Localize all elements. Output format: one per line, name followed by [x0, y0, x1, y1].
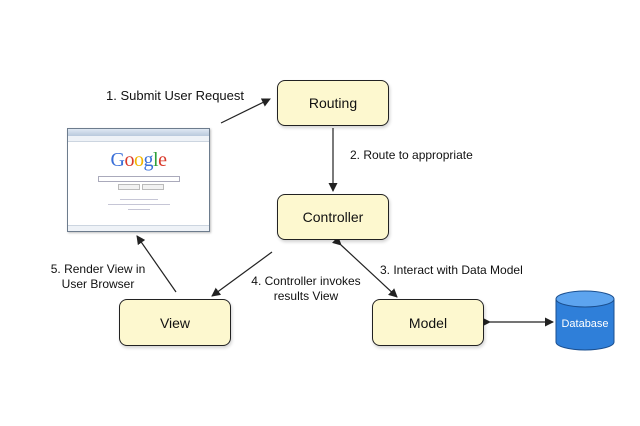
edge-label-invokes: 4. Controller invokes results View: [246, 274, 366, 304]
edge-label-render: 5. Render View in User Browser: [38, 262, 158, 292]
model-node: Model: [372, 299, 484, 346]
database-icon: [555, 290, 615, 351]
browser-window-image: Google: [67, 128, 210, 232]
edge-label-interact: 3. Interact with Data Model: [380, 263, 523, 277]
browser-text-line: [128, 209, 150, 210]
browser-lucky-button: [142, 184, 164, 190]
arrow-interact-model: [332, 236, 398, 298]
arrow-controller-view: [211, 251, 273, 297]
browser-search-box: [98, 176, 180, 182]
edge-label-submit: 1. Submit User Request: [106, 88, 245, 103]
model-label: Model: [408, 314, 448, 331]
controller-node: Controller: [277, 194, 389, 240]
browser-menu-bar: [68, 136, 209, 142]
edge-label-render-line2: User Browser: [61, 277, 135, 291]
edge-label-invokes-line1: 4. Controller invokes: [251, 274, 361, 288]
routing-label: Routing: [308, 95, 358, 111]
database-label: Database: [561, 318, 609, 330]
browser-text-line: [108, 204, 170, 205]
edge-label-route: 2. Route to appropriate: [350, 148, 473, 162]
view-label: View: [159, 314, 191, 331]
arrow-submit-request: [220, 98, 271, 124]
browser-text-line: [120, 199, 158, 200]
edge-label-render-line1: 5. Render View in: [50, 262, 146, 276]
controller-label: Controller: [302, 209, 364, 225]
google-logo: Google: [110, 149, 167, 171]
edge-label-invokes-line2: results View: [273, 289, 339, 303]
routing-node: Routing: [277, 80, 389, 126]
browser-title-bar: [68, 129, 209, 136]
arrow-render-view: [136, 235, 177, 293]
browser-search-button: [118, 184, 140, 190]
view-node: View: [119, 299, 231, 346]
browser-status-bar: [68, 225, 209, 231]
